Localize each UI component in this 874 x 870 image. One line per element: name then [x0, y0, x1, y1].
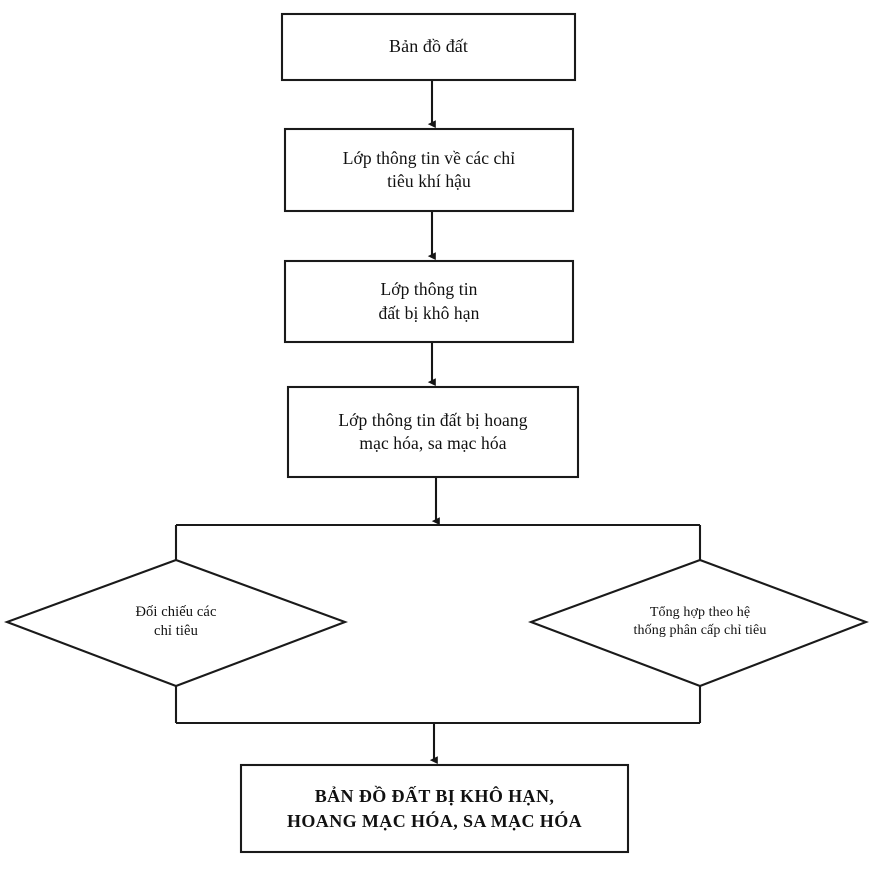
node-compare-indicators-shape	[3, 558, 349, 688]
node-desertification-layer-shape	[286, 385, 580, 479]
node-climate-indicator-layer-shape	[283, 127, 575, 213]
node-drought-land-layer-shape	[283, 259, 575, 344]
node-result-map-shape	[239, 763, 630, 854]
node-soil-map-shape	[280, 12, 577, 82]
node-aggregate-hierarchy-shape	[527, 558, 869, 688]
